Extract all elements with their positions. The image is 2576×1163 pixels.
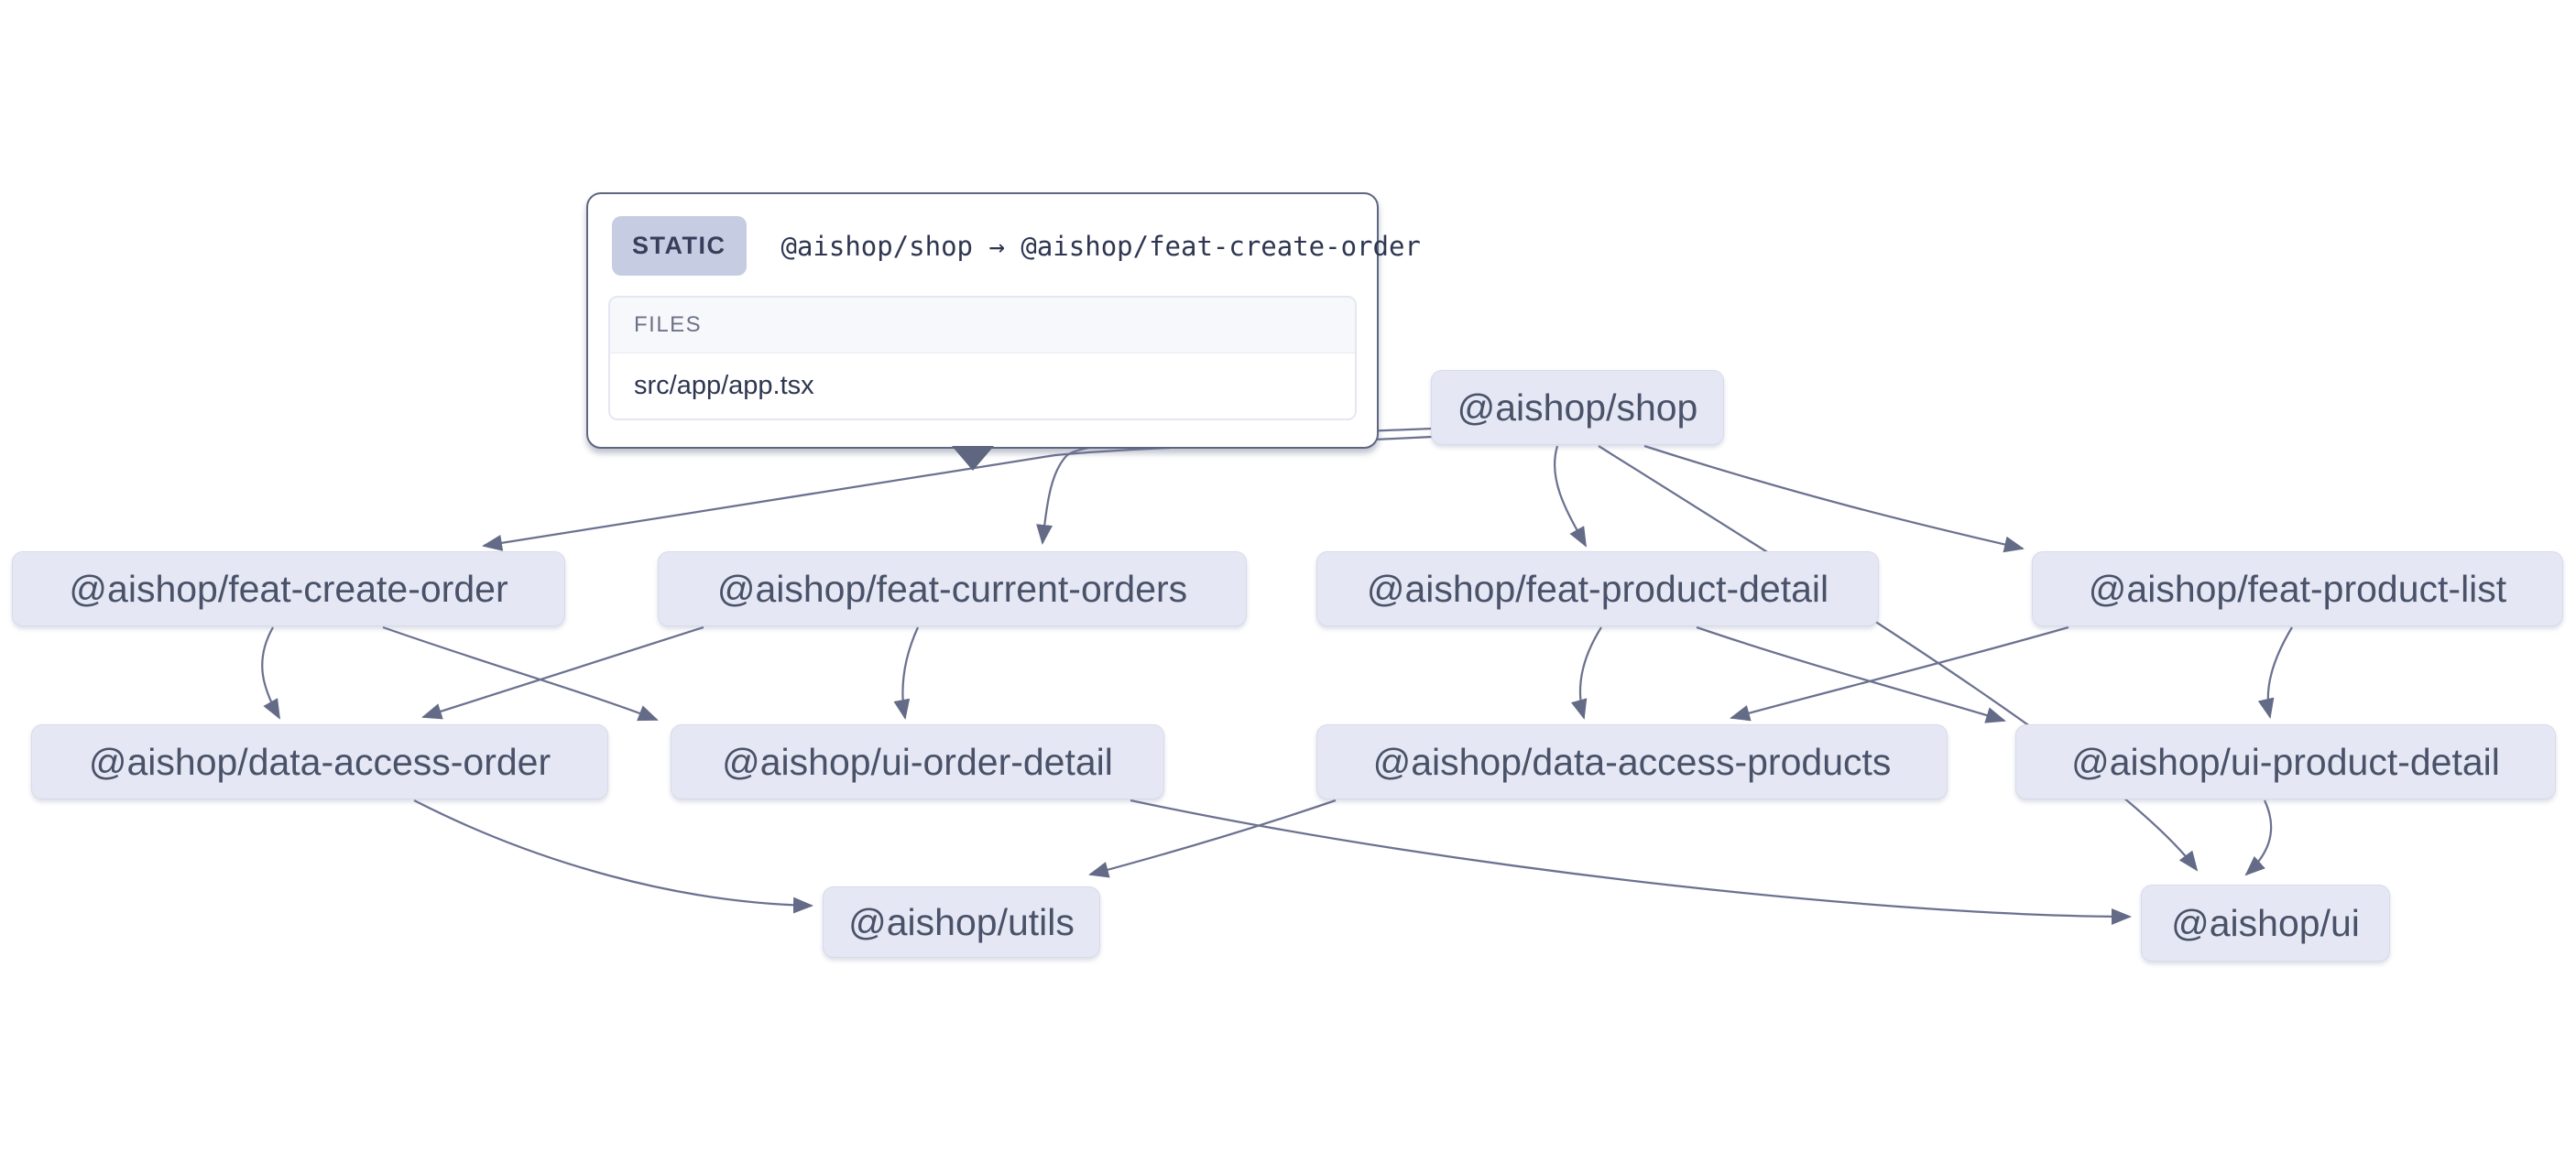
edge-feat-create-order-to-data-access-order[interactable] (261, 626, 280, 720)
edge-relation-text: @aishop/shop → @aishop/feat-create-order (780, 230, 1421, 262)
graph-node-feat-product-detail[interactable]: @aishop/feat-product-detail (1316, 551, 1879, 626)
edge-feat-create-order-to-ui-order-detail[interactable] (382, 625, 659, 722)
edge-ui-order-detail-to-ui[interactable] (1130, 799, 2132, 925)
edge-ui-product-detail-to-ui[interactable] (2244, 799, 2273, 876)
graph-node-feat-create-order[interactable]: @aishop/feat-create-order (12, 551, 565, 626)
tooltip-caret-icon (952, 446, 994, 471)
files-panel: FILES src/app/app.tsx (608, 296, 1357, 420)
graph-node-ui-product-detail[interactable]: @aishop/ui-product-detail (2015, 724, 2556, 799)
edge-feat-product-list-to-ui-product-detail[interactable] (2257, 626, 2293, 719)
graph-node-utils[interactable]: @aishop/utils (823, 886, 1100, 958)
edge-shop-to-feat-product-detail[interactable] (1553, 445, 1587, 548)
edge-feat-current-orders-to-ui-order-detail[interactable] (893, 626, 920, 720)
edge-feat-product-detail-to-ui-product-detail[interactable] (1696, 625, 2006, 723)
edge-feat-current-orders-to-data-access-order[interactable] (421, 625, 704, 720)
edge-tooltip: STATIC @aishop/shop → @aishop/feat-creat… (586, 192, 1421, 449)
edge-type-badge: STATIC (612, 216, 747, 276)
tooltip-header: STATIC @aishop/shop → @aishop/feat-creat… (588, 194, 1421, 292)
graph-node-ui[interactable]: @aishop/ui (2141, 885, 2390, 962)
graph-node-shop[interactable]: @aishop/shop (1431, 370, 1724, 445)
graph-node-feat-current-orders[interactable]: @aishop/feat-current-orders (658, 551, 1247, 626)
graph-node-data-access-order[interactable]: @aishop/data-access-order (31, 724, 608, 799)
graph-node-feat-product-list[interactable]: @aishop/feat-product-list (2032, 551, 2563, 626)
edge-data-access-order-to-utils[interactable] (413, 799, 813, 914)
edge-shop-to-ui[interactable] (1598, 445, 2199, 872)
graph-node-data-access-products[interactable]: @aishop/data-access-products (1316, 724, 1948, 799)
files-panel-header: FILES (610, 298, 1355, 353)
file-list-item: src/app/app.tsx (610, 353, 1355, 418)
edge-data-access-products-to-utils[interactable] (1088, 799, 1337, 878)
edge-feat-product-list-to-data-access-products[interactable] (1730, 625, 2069, 722)
edge-shop-to-feat-product-list[interactable] (1643, 444, 2025, 553)
edge-feat-product-detail-to-data-access-products[interactable] (1570, 626, 1602, 720)
graph-node-ui-order-detail[interactable]: @aishop/ui-order-detail (671, 724, 1164, 799)
